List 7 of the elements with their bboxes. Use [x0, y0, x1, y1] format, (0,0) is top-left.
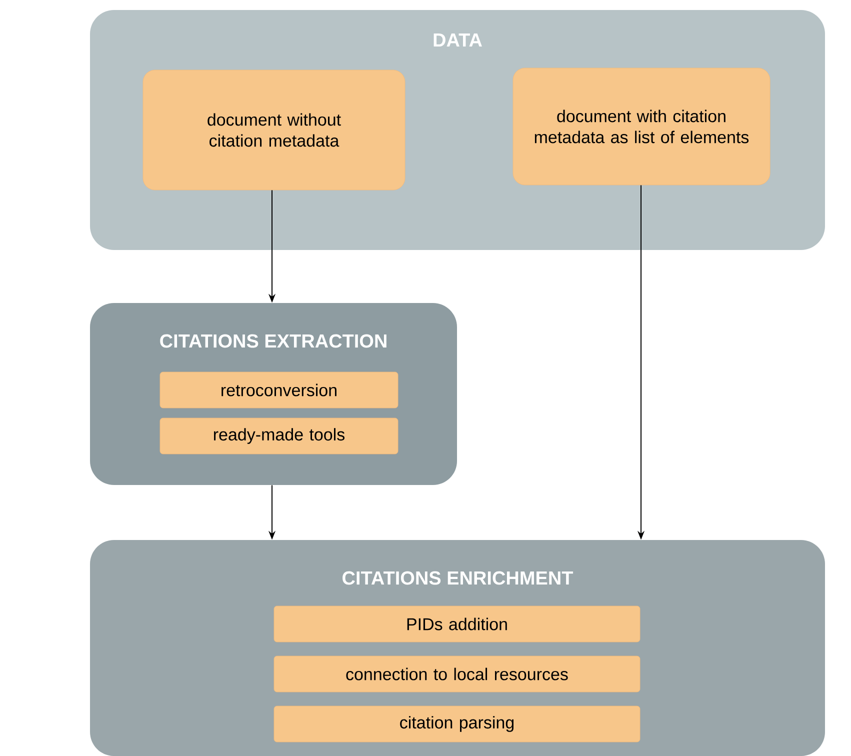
process-box: PIDs addition	[274, 606, 640, 642]
process-box: retroconversion	[160, 372, 398, 408]
process-box: document with citation metadata as list of elements	[512, 68, 770, 186]
process-box: citation parsing	[274, 706, 640, 742]
process-box: document without citation metadata	[142, 70, 406, 190]
process-box: ready-made tools	[160, 418, 398, 454]
process-box: connection to local resources	[274, 656, 640, 692]
